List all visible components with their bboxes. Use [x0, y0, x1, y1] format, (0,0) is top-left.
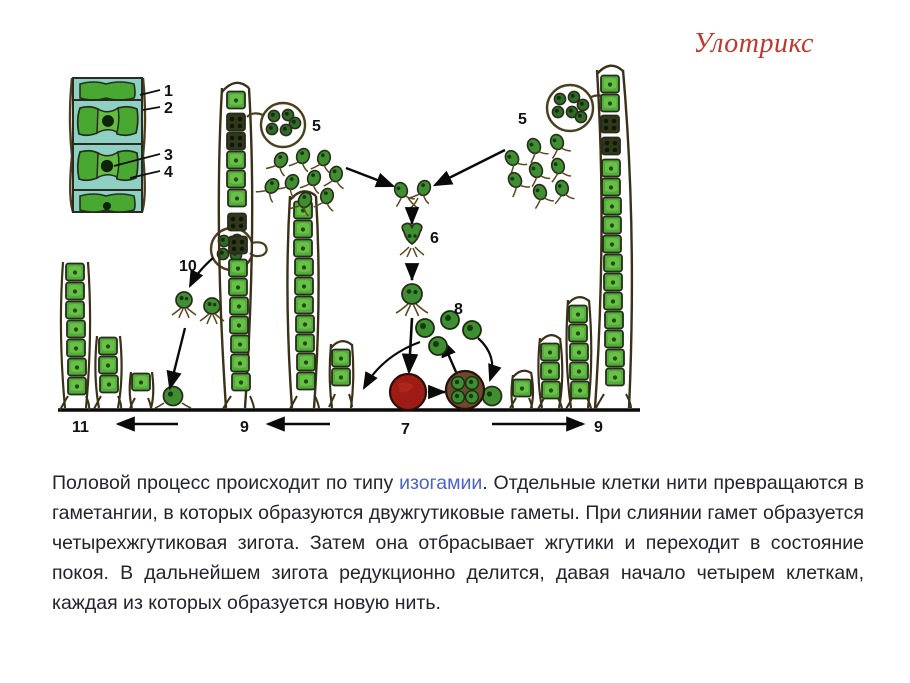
label-10: 10 [179, 258, 197, 275]
label-2: 2 [164, 100, 173, 117]
gamete-fusion-sequence: 6 [345, 148, 506, 375]
label-5-right: 5 [518, 111, 527, 128]
zygote-and-zoospores: 7 8 [362, 301, 502, 438]
filament-cell-structure-inset: 1 2 3 4 [68, 77, 173, 213]
left-parent-filament [217, 81, 255, 410]
page-title: Улотрикс [693, 28, 814, 59]
caption-highlight-isogamy: изогамии [399, 472, 483, 494]
label-3: 3 [164, 147, 173, 164]
label-5-left: 5 [312, 118, 321, 135]
caption-paragraph: Половой процесс происходит по типу изога… [52, 468, 864, 618]
ulothrix-life-cycle-diagram: 1 2 3 4 [58, 64, 640, 438]
label-11: 11 [72, 419, 89, 436]
label-4: 4 [164, 164, 173, 181]
right-parent-filament [593, 64, 634, 409]
label-9-right: 9 [594, 419, 603, 436]
gametangium-left: 5 [246, 101, 348, 218]
caption-part-2: . Отдельные клетки нити превращаются в г… [52, 472, 864, 614]
germination-series-left-mid: 9 [240, 340, 355, 436]
caption-part-1: Половой процесс происходит по типу [52, 472, 400, 494]
germination-series-right: 9 [481, 296, 603, 436]
label-7: 7 [401, 421, 410, 438]
label-9-left: 9 [240, 419, 249, 436]
label-6: 6 [430, 230, 439, 247]
left-secondary-filament [286, 190, 320, 410]
germination-series-left: 11 [59, 261, 192, 436]
label-1: 1 [164, 83, 173, 100]
gametangium-right: 5 [498, 83, 608, 210]
label-8: 8 [454, 301, 463, 318]
